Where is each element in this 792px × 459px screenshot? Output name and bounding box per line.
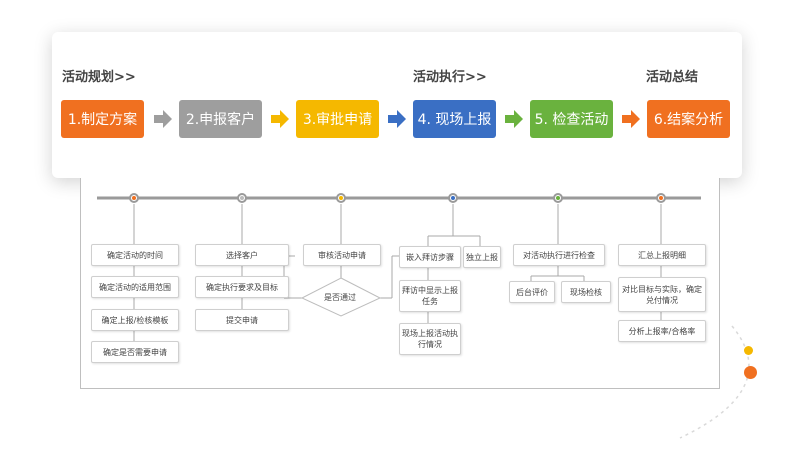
arrow-icon bbox=[154, 110, 172, 128]
step-6-closing-analysis[interactable]: 6.结案分析 bbox=[647, 100, 730, 138]
step-2-declare-customer[interactable]: 2.申报客户 bbox=[179, 100, 262, 138]
step-3-approve[interactable]: 3.审批申请 bbox=[296, 100, 379, 138]
flow-box: 选择客户 bbox=[195, 244, 289, 266]
flow-box: 对活动执行进行检查 bbox=[513, 244, 605, 266]
flow-box: 拜访中显示上报任务 bbox=[399, 280, 461, 312]
flow-box: 现场上报活动执行情况 bbox=[399, 323, 461, 355]
timeline-node bbox=[129, 193, 139, 203]
decorative-dot bbox=[744, 346, 753, 355]
decorative-dot bbox=[744, 366, 757, 379]
flow-box: 分析上报率/合格率 bbox=[618, 320, 706, 342]
flow-box: 现场检核 bbox=[561, 281, 611, 303]
step-4-field-report[interactable]: 4. 现场上报 bbox=[413, 100, 496, 138]
step-1-plan[interactable]: 1.制定方案 bbox=[61, 100, 144, 138]
decision-label: 是否通过 bbox=[324, 293, 356, 302]
flow-box: 确定活动的适用范围 bbox=[91, 276, 179, 298]
flow-box: 审核活动申请 bbox=[303, 244, 381, 266]
timeline-node bbox=[336, 193, 346, 203]
timeline-node bbox=[237, 193, 247, 203]
stage-label-summary: 活动总结 bbox=[646, 70, 699, 85]
flow-box: 汇总上报明细 bbox=[618, 244, 706, 266]
flow-box: 确定是否需要申请 bbox=[91, 341, 179, 363]
timeline-node bbox=[448, 193, 458, 203]
flow-box: 提交申请 bbox=[195, 309, 289, 331]
flow-box: 嵌入拜访步骤 bbox=[399, 246, 461, 268]
flow-box: 独立上报 bbox=[463, 246, 501, 268]
timeline-node bbox=[656, 193, 666, 203]
flow-box: 确定执行要求及目标 bbox=[195, 276, 289, 298]
stage-label-execution: 活动执行>> bbox=[413, 70, 487, 85]
flow-box: 确定上报/检核模板 bbox=[91, 309, 179, 331]
flow-box: 确定活动的时间 bbox=[91, 244, 179, 266]
arrow-icon bbox=[388, 110, 406, 128]
flow-diagram: 确定活动的时间 确定活动的适用范围 确定上报/检核模板 确定是否需要申请 选择客… bbox=[80, 178, 720, 389]
arrow-icon bbox=[505, 110, 523, 128]
step-5-inspect[interactable]: 5. 检查活动 bbox=[530, 100, 613, 138]
arrow-icon bbox=[622, 110, 640, 128]
flow-box: 后台评价 bbox=[509, 281, 555, 303]
flow-box: 对比目标与实际，确定兑付情况 bbox=[618, 277, 706, 312]
decision-diamond bbox=[300, 277, 382, 317]
arrow-icon bbox=[271, 110, 289, 128]
decorative-arc bbox=[679, 325, 750, 439]
process-card: 活动规划>> 活动执行>> 活动总结 1.制定方案 2.申报客户 3.审批申请 … bbox=[52, 32, 742, 178]
stage-label-planning: 活动规划>> bbox=[62, 70, 136, 85]
timeline-node bbox=[553, 193, 563, 203]
